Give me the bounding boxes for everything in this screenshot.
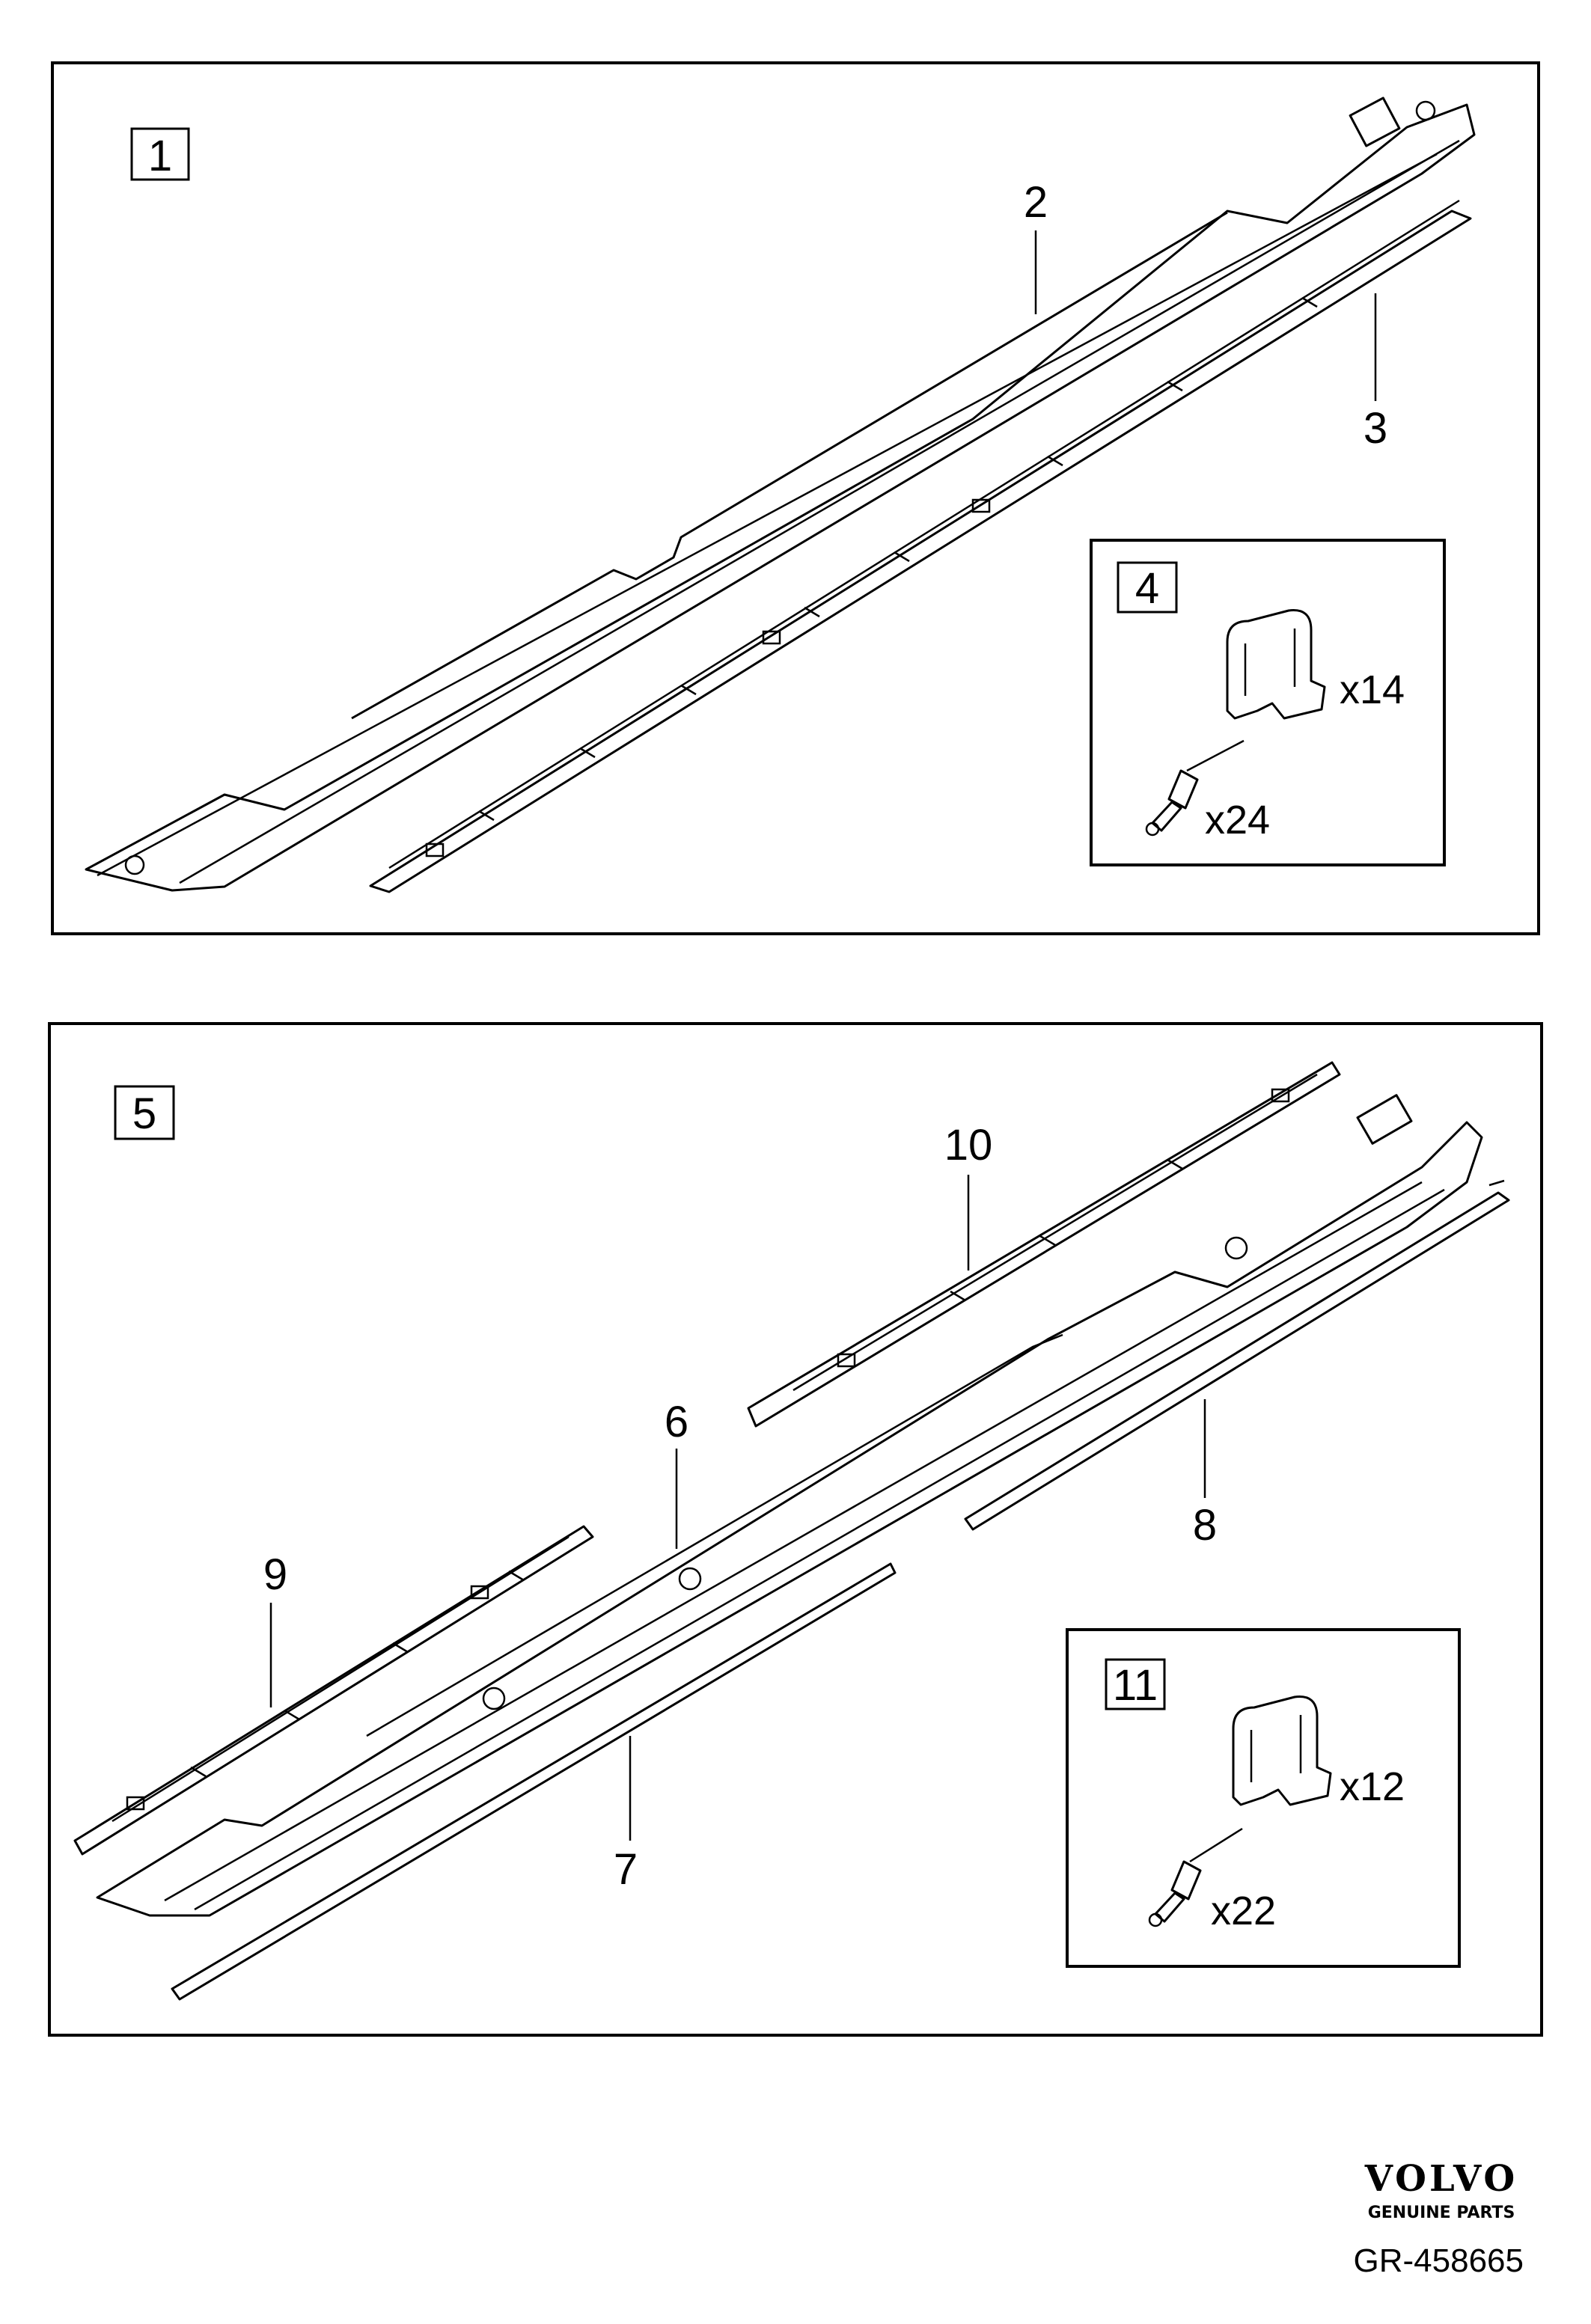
panel-5: 5 (48, 1022, 1543, 2037)
kit-11-number: 11 (1113, 1661, 1158, 1710)
genuine-parts-label: GENUINE PARTS (1368, 2204, 1515, 2222)
panel-1-frame (51, 61, 1540, 935)
callout-7: 7 (614, 1736, 638, 1894)
sill-cover (85, 97, 1476, 892)
svg-text:3: 3 (1364, 404, 1387, 453)
panel-5-frame (48, 1022, 1543, 2037)
footer: VOLVO GENUINE PARTS GR-458665 (1354, 2158, 1524, 2279)
svg-text:8: 8 (1193, 1501, 1217, 1550)
callout-3: 3 (1364, 293, 1387, 453)
panel-5-number-box: 5 (114, 1085, 175, 1140)
strip-lower (171, 1562, 897, 2001)
svg-text:7: 7 (614, 1845, 638, 1894)
rivet-icon (1148, 1827, 1243, 1927)
svg-text:9: 9 (263, 1550, 287, 1599)
callout-10: 10 (944, 1121, 993, 1270)
rivet-icon (1145, 739, 1245, 837)
strip-right (964, 1179, 1510, 1531)
panel-1-number-box: 1 (130, 127, 190, 181)
panel-5-number: 5 (132, 1089, 156, 1138)
svg-text:2: 2 (1024, 178, 1048, 227)
kit-4-number: 4 (1135, 564, 1159, 613)
kit-11-box: 11 x12 x22 (1066, 1628, 1461, 1968)
kit-4-box: 4 x14 x24 (1090, 539, 1446, 866)
upper-rail (747, 1061, 1341, 1428)
panel-1: 1 2 (51, 61, 1540, 935)
volvo-logo: VOLVO (1364, 2158, 1518, 2200)
callout-6: 6 (665, 1398, 688, 1549)
svg-text:6: 6 (665, 1398, 688, 1446)
callout-9: 9 (263, 1550, 287, 1707)
kit-4-clip-qty: x14 (1340, 667, 1405, 712)
clip-icon (1232, 1695, 1332, 1806)
sill-body (96, 1094, 1483, 1917)
kit-4-rivet-qty: x24 (1205, 798, 1270, 843)
kit-11-rivet-qty: x22 (1211, 1889, 1276, 1933)
clip-icon (1226, 609, 1326, 720)
document-id: GR-458665 (1354, 2242, 1524, 2279)
panel-1-number: 1 (148, 132, 172, 180)
kit-11-clip-qty: x12 (1340, 1764, 1405, 1809)
mounting-rail (369, 199, 1472, 893)
callout-2: 2 (1024, 178, 1048, 314)
lower-rail (73, 1525, 594, 1856)
callout-8: 8 (1193, 1399, 1217, 1550)
svg-text:10: 10 (944, 1121, 993, 1169)
